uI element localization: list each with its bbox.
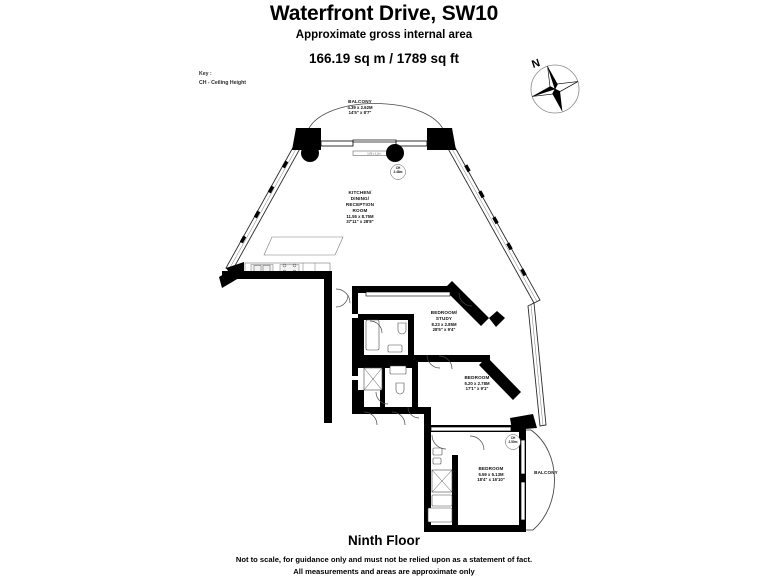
bathroom-fixtures bbox=[363, 319, 453, 523]
ch-marker-bedroom-text: CH 2.50m bbox=[501, 436, 525, 444]
balcony-east-shape bbox=[526, 429, 555, 531]
ch-value: 2.48m bbox=[393, 169, 403, 174]
glazed-curtain-walls bbox=[225, 141, 547, 427]
compass-rose bbox=[530, 64, 580, 114]
bedroom-wing-windows bbox=[365, 291, 526, 521]
room-name: BEDROOM bbox=[464, 375, 490, 380]
page-subtitle: Approximate gross internal area bbox=[295, 29, 473, 41]
room-imperial: 37'11" x 28'8" bbox=[346, 219, 374, 224]
room-label-balcony-north: BALCONY 4.39 x 2.62M 14'5" x 8'7" bbox=[324, 99, 396, 116]
floor-label: Ninth Floor bbox=[348, 533, 420, 548]
room-imperial: 28'5" x 9'4" bbox=[432, 327, 456, 333]
gross-internal-area: 166.19 sq m / 1789 sq ft bbox=[308, 51, 460, 66]
room-name-line-1: KITCHEN/ bbox=[348, 190, 372, 195]
room-name: BALCONY bbox=[348, 99, 372, 104]
room-label-bedroom-main: BEDROOM 5.59 x 5.13M 18'4" x 16'10" bbox=[452, 466, 530, 483]
key-legend: Key : CH - Ceiling Height bbox=[199, 70, 246, 87]
room-name-line-1: BEDROOM/ bbox=[430, 310, 458, 315]
ch-marker-bedroom-main bbox=[505, 434, 521, 450]
room-metric: 5.20 x 2.78M bbox=[464, 380, 490, 386]
page-title: Waterfront Drive, SW10 bbox=[269, 2, 499, 25]
room-metric: 5.59 x 5.13M bbox=[478, 471, 504, 477]
ch-marker-reception bbox=[390, 164, 406, 180]
reception-furniture bbox=[263, 236, 344, 256]
room-metric: 11.55 x 8.75M bbox=[346, 213, 374, 219]
room-imperial: 18'4" x 16'10" bbox=[477, 477, 505, 483]
north-wall-piers: 1.85 x 1.2m bbox=[292, 128, 456, 156]
room-name-line-3: RECEPTION bbox=[345, 201, 375, 207]
svg-text:1.85 x 1.2m: 1.85 x 1.2m bbox=[367, 152, 381, 156]
key-legend-title: Key : bbox=[199, 71, 212, 77]
room-imperial: 17'1" x 9'1" bbox=[465, 386, 489, 392]
structural-columns bbox=[301, 144, 404, 162]
room-label-bedroom-two: BEDROOM 5.20 x 2.78M 17'1" x 9'1" bbox=[440, 375, 514, 392]
ch-value: 2.50m bbox=[508, 439, 518, 444]
room-imperial: 14'5" x 8'7" bbox=[348, 110, 372, 116]
room-metric: 4.39 x 2.62M bbox=[347, 104, 373, 110]
room-name: BALCONY bbox=[534, 470, 558, 475]
room-name-line-2: STUDY bbox=[435, 315, 453, 321]
ch-label: CH bbox=[395, 166, 401, 170]
ch-label: CH bbox=[510, 436, 516, 440]
disclaimer-line-1: Not to scale, for guidance only and must… bbox=[235, 555, 533, 564]
room-label-kitchen-dining-reception: KITCHEN/ DINING/ RECEPTION ROOM 11.55 x … bbox=[318, 190, 402, 225]
room-name-line-4: ROOM bbox=[352, 207, 368, 213]
room-name-line-2: DINING/ bbox=[350, 195, 370, 201]
room-label-balcony-east: BALCONY bbox=[524, 470, 568, 476]
room-name: BEDROOM bbox=[478, 466, 504, 471]
key-legend-ceiling-height: CH - Ceiling Height bbox=[199, 79, 246, 86]
room-label-bedroom-study: BEDROOM/ STUDY 8.23 x 2.85M 28'5" x 9'4" bbox=[404, 310, 484, 333]
room-metric: 8.23 x 2.85M bbox=[431, 321, 457, 327]
structural-walls bbox=[219, 262, 537, 532]
door-swings bbox=[335, 288, 485, 451]
disclaimer-line-2: All measurements and areas are approxima… bbox=[293, 567, 475, 576]
ch-marker-reception-text: CH 2.48m bbox=[386, 166, 410, 174]
